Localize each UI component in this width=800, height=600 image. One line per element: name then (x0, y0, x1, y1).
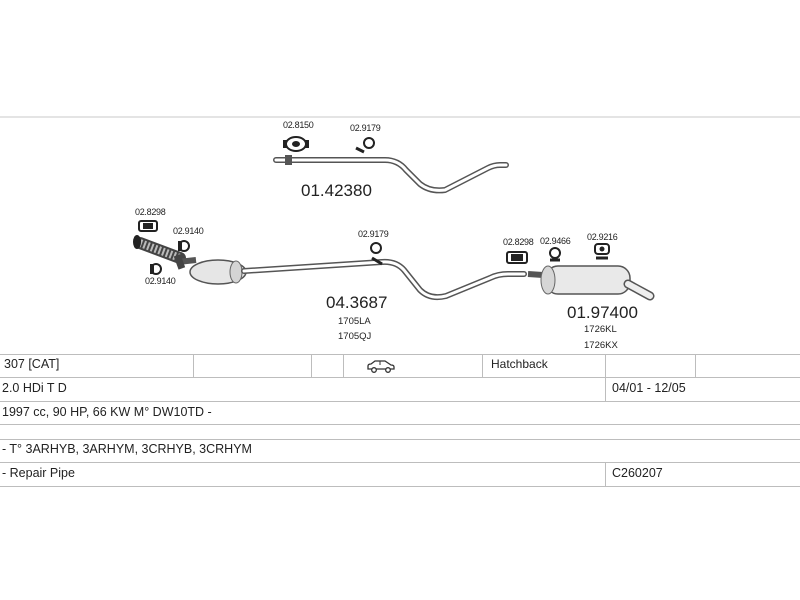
rear-silencer (527, 265, 655, 301)
rubber-mount-icon (370, 242, 383, 266)
pipe-flange (285, 155, 292, 165)
table-col-divider (482, 354, 483, 377)
clamp-code: 02.8298 (135, 207, 166, 217)
hatchback-car-icon (367, 360, 395, 373)
flex-pipe (133, 235, 186, 264)
engine-specs: 1997 cc, 90 HP, 66 KW M° DW10TD - (2, 405, 212, 419)
rubber-mount-icon (355, 137, 375, 154)
bracket-code: 02.9216 (587, 232, 618, 242)
bracket-code: 02.9140 (173, 226, 204, 236)
table-rule (0, 424, 800, 425)
catalyst-silencer (173, 254, 247, 285)
engine-name: 2.0 HDi T D (2, 381, 67, 395)
table-rule (0, 439, 800, 440)
vehicle-model: 307 [CAT] (4, 357, 60, 371)
bracket-code: 02.9179 (350, 123, 381, 133)
upper-pipe-code: 01.42380 (301, 181, 372, 200)
front-section-assembly: 02.8298 02.9140 02.9140 02.9179 04.3687 … (133, 207, 527, 342)
table-col-divider (343, 354, 344, 377)
table-col-divider (695, 354, 696, 377)
table-rule (0, 401, 800, 402)
table-rule (0, 377, 800, 378)
front-section-ref: 1705QJ (338, 331, 372, 342)
rubber-mount-icon (150, 263, 162, 275)
kit-name: - Repair Pipe (2, 466, 75, 480)
bracket-code: 02.9179 (358, 229, 389, 239)
rear-silencer-assembly: 02.8298 02.9466 02.9216 01.97400 1726KL … (503, 232, 655, 351)
bracket-code: 02.9466 (540, 236, 571, 246)
clamp-icon (506, 251, 528, 264)
table-col-divider (193, 354, 194, 377)
clamp-code: 02.8298 (503, 237, 534, 247)
rubber-mount-icon (178, 240, 190, 252)
table-col-divider (605, 462, 606, 486)
rear-silencer-code: 01.97400 (567, 303, 638, 322)
table-rule (0, 354, 800, 355)
clamp-code: 02.8150 (283, 120, 314, 130)
kit-code: C260207 (612, 466, 663, 480)
clamp-icon (138, 220, 158, 232)
body-type: Hatchback (491, 357, 548, 371)
table-col-divider (605, 377, 606, 401)
rubber-mount-icon (549, 247, 561, 262)
front-section-code: 04.3687 (326, 293, 387, 312)
table-col-divider (605, 354, 606, 377)
rear-silencer-ref: 1726KX (584, 340, 618, 351)
table-rule (0, 462, 800, 463)
upper-pipe-assembly: 02.8150 02.9179 01.42380 (273, 120, 509, 200)
clamp-icon (283, 136, 309, 152)
rubber-mount-icon (594, 243, 610, 260)
bracket-code: 02.9140 (145, 276, 176, 286)
production-years: 04/01 - 12/05 (612, 381, 686, 395)
table-rule (0, 486, 800, 487)
front-section-ref: 1705LA (338, 316, 371, 327)
rear-silencer-ref: 1726KL (584, 324, 617, 335)
table-col-divider (311, 354, 312, 377)
type-codes: - T° 3ARHYB, 3ARHYM, 3CRHYB, 3CRHYM (2, 442, 252, 456)
